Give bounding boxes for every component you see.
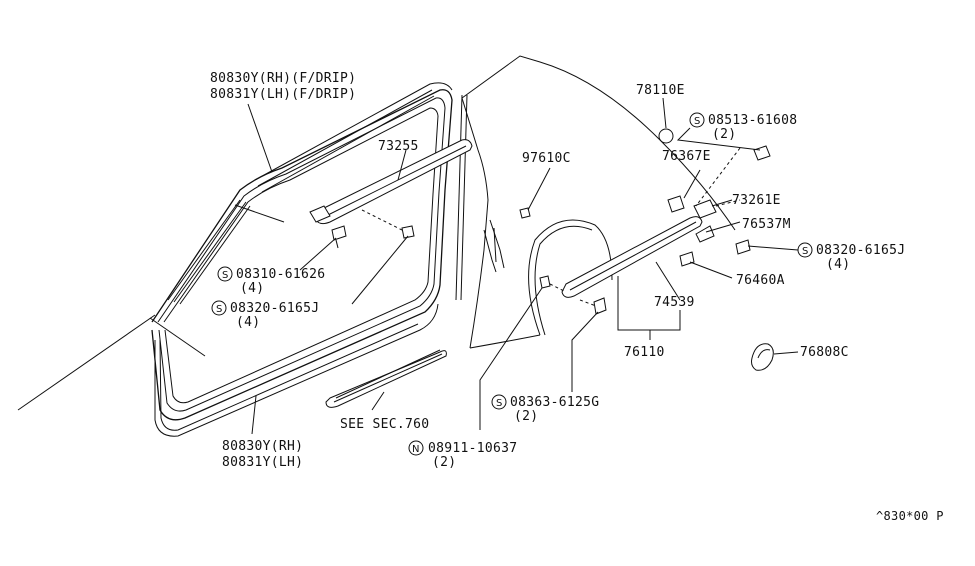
label-drip-lh: 80831Y(LH)(F/DRIP) — [210, 87, 356, 102]
sill-molding — [325, 349, 447, 408]
nut-symbol-letter: N — [412, 444, 419, 455]
screw-symbol-08363: S — [491, 394, 507, 410]
screw-symbol-letter: S — [694, 116, 700, 127]
label-08320-right-qty: (4) — [826, 257, 850, 272]
diagram-reference-code: ^830*00 P — [876, 509, 944, 523]
label-weatherstrip-lh: 80831Y(LH) — [222, 455, 303, 470]
label-73261e: 73261E — [732, 193, 781, 208]
label-76808c: 76808C — [800, 345, 849, 360]
label-08911-qty: (2) — [432, 455, 456, 470]
label-73255: 73255 — [378, 139, 419, 154]
label-08320-left-qty: (4) — [236, 315, 260, 330]
screw-symbol-08513: S — [689, 112, 705, 128]
screw-symbol-08320-left: S — [211, 300, 227, 316]
door-weatherstrip-drawing — [17, 82, 468, 437]
front-fender-drawing — [461, 55, 736, 349]
label-weatherstrip-rh: 80830Y(RH) — [222, 439, 303, 454]
screw-symbol-08310: S — [217, 266, 233, 282]
screw-symbol-08320-right: S — [797, 242, 813, 258]
label-76367e: 76367E — [662, 149, 711, 164]
label-74539: 74539 — [654, 295, 695, 310]
leader-lines — [247, 97, 799, 435]
nut-symbol-08911: N — [408, 440, 424, 456]
label-08363: 08363-6125G — [510, 395, 599, 410]
label-08320-left: 08320-6165J — [230, 301, 319, 316]
label-08320-right: 08320-6165J — [816, 243, 905, 258]
label-76460a: 76460A — [736, 273, 785, 288]
label-78110e: 78110E — [636, 83, 685, 98]
label-see-sec: SEE SEC.760 — [340, 417, 429, 432]
fender-molding-76110 — [539, 128, 774, 371]
screw-symbol-letter: S — [222, 270, 228, 281]
label-08513: 08513-61608 — [708, 113, 797, 128]
screw-symbol-letter: S — [802, 246, 808, 257]
label-08513-qty: (2) — [712, 127, 736, 142]
label-08911: 08911-10637 — [428, 441, 517, 456]
label-08310-qty: (4) — [240, 281, 264, 296]
label-97610c: 97610C — [522, 151, 571, 166]
label-08310: 08310-61626 — [236, 267, 325, 282]
screw-symbol-letter: S — [496, 398, 502, 409]
label-76537m: 76537M — [742, 217, 791, 232]
screw-symbol-letter: S — [216, 304, 222, 315]
pillar-molding-73255 — [309, 139, 473, 249]
label-drip-rh: 80830Y(RH)(F/DRIP) — [210, 71, 356, 86]
label-08363-qty: (2) — [514, 409, 538, 424]
label-76110: 76110 — [624, 345, 665, 360]
